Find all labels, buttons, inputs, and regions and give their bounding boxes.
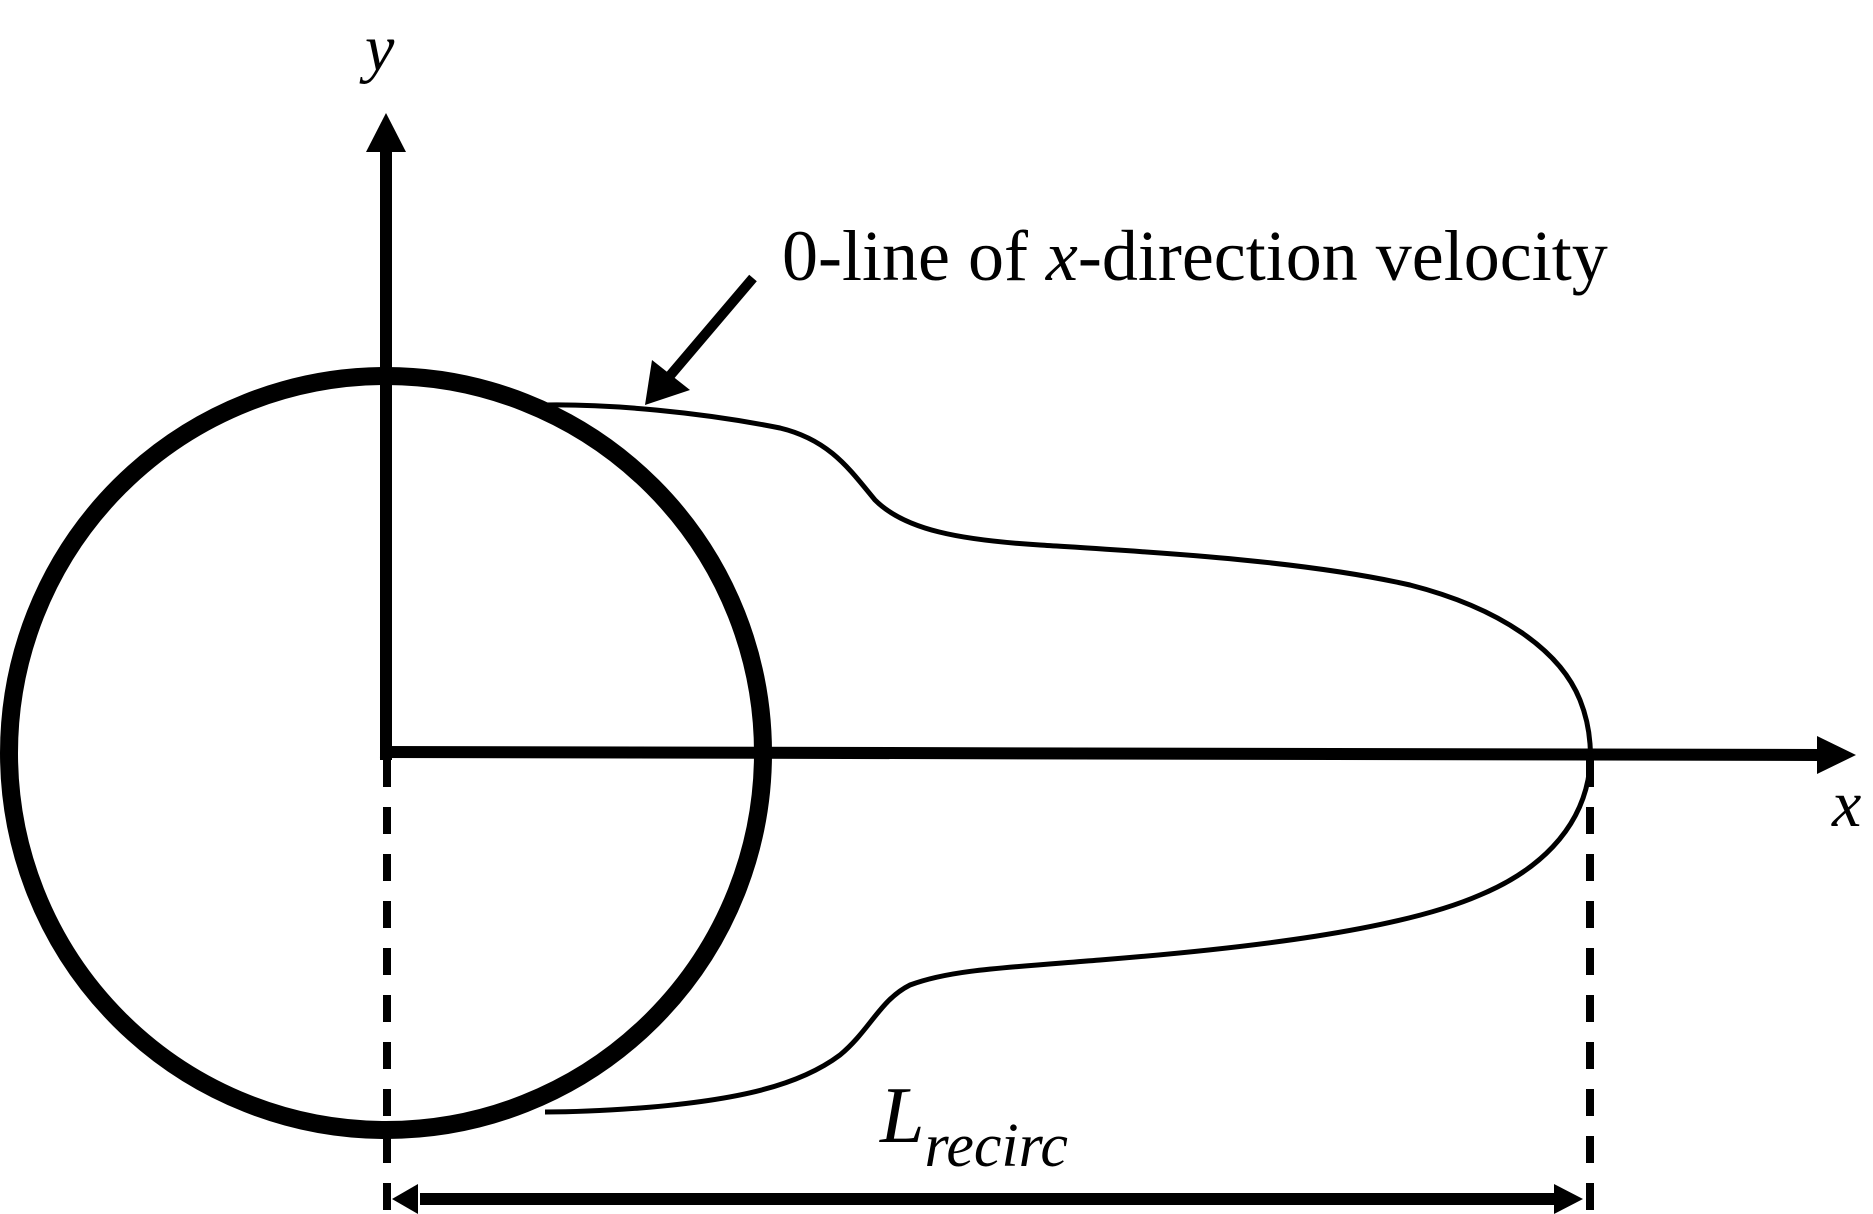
annotation-arrow [645, 274, 757, 405]
y-axis-arrowhead-icon [366, 113, 406, 152]
x-axis-line [379, 746, 1821, 761]
x-axis [379, 736, 1856, 774]
y-axis-label: y [359, 12, 395, 85]
recirculation-length-dimension [392, 1184, 1583, 1214]
annotation-arrow-shaft [664, 274, 757, 382]
annotation-prefix: 0-line of [782, 216, 1046, 296]
x-axis-label: x [1831, 768, 1861, 841]
annotation-label: 0-line of x-direction velocity [782, 216, 1608, 296]
dimension-right-arrowhead-icon [1554, 1184, 1583, 1214]
dimension-symbol: L [879, 1072, 925, 1160]
x-axis-arrowhead-icon [1817, 736, 1856, 774]
annotation-suffix: -direction velocity [1078, 216, 1608, 296]
annotation-variable: x [1045, 216, 1078, 296]
y-axis [366, 113, 406, 760]
dimension-subscript: recirc [925, 1112, 1068, 1180]
annotation-arrowhead-icon [645, 360, 690, 405]
dimension-left-arrowhead-icon [392, 1184, 418, 1214]
recirculation-length-label: Lrecirc [879, 1072, 1068, 1180]
